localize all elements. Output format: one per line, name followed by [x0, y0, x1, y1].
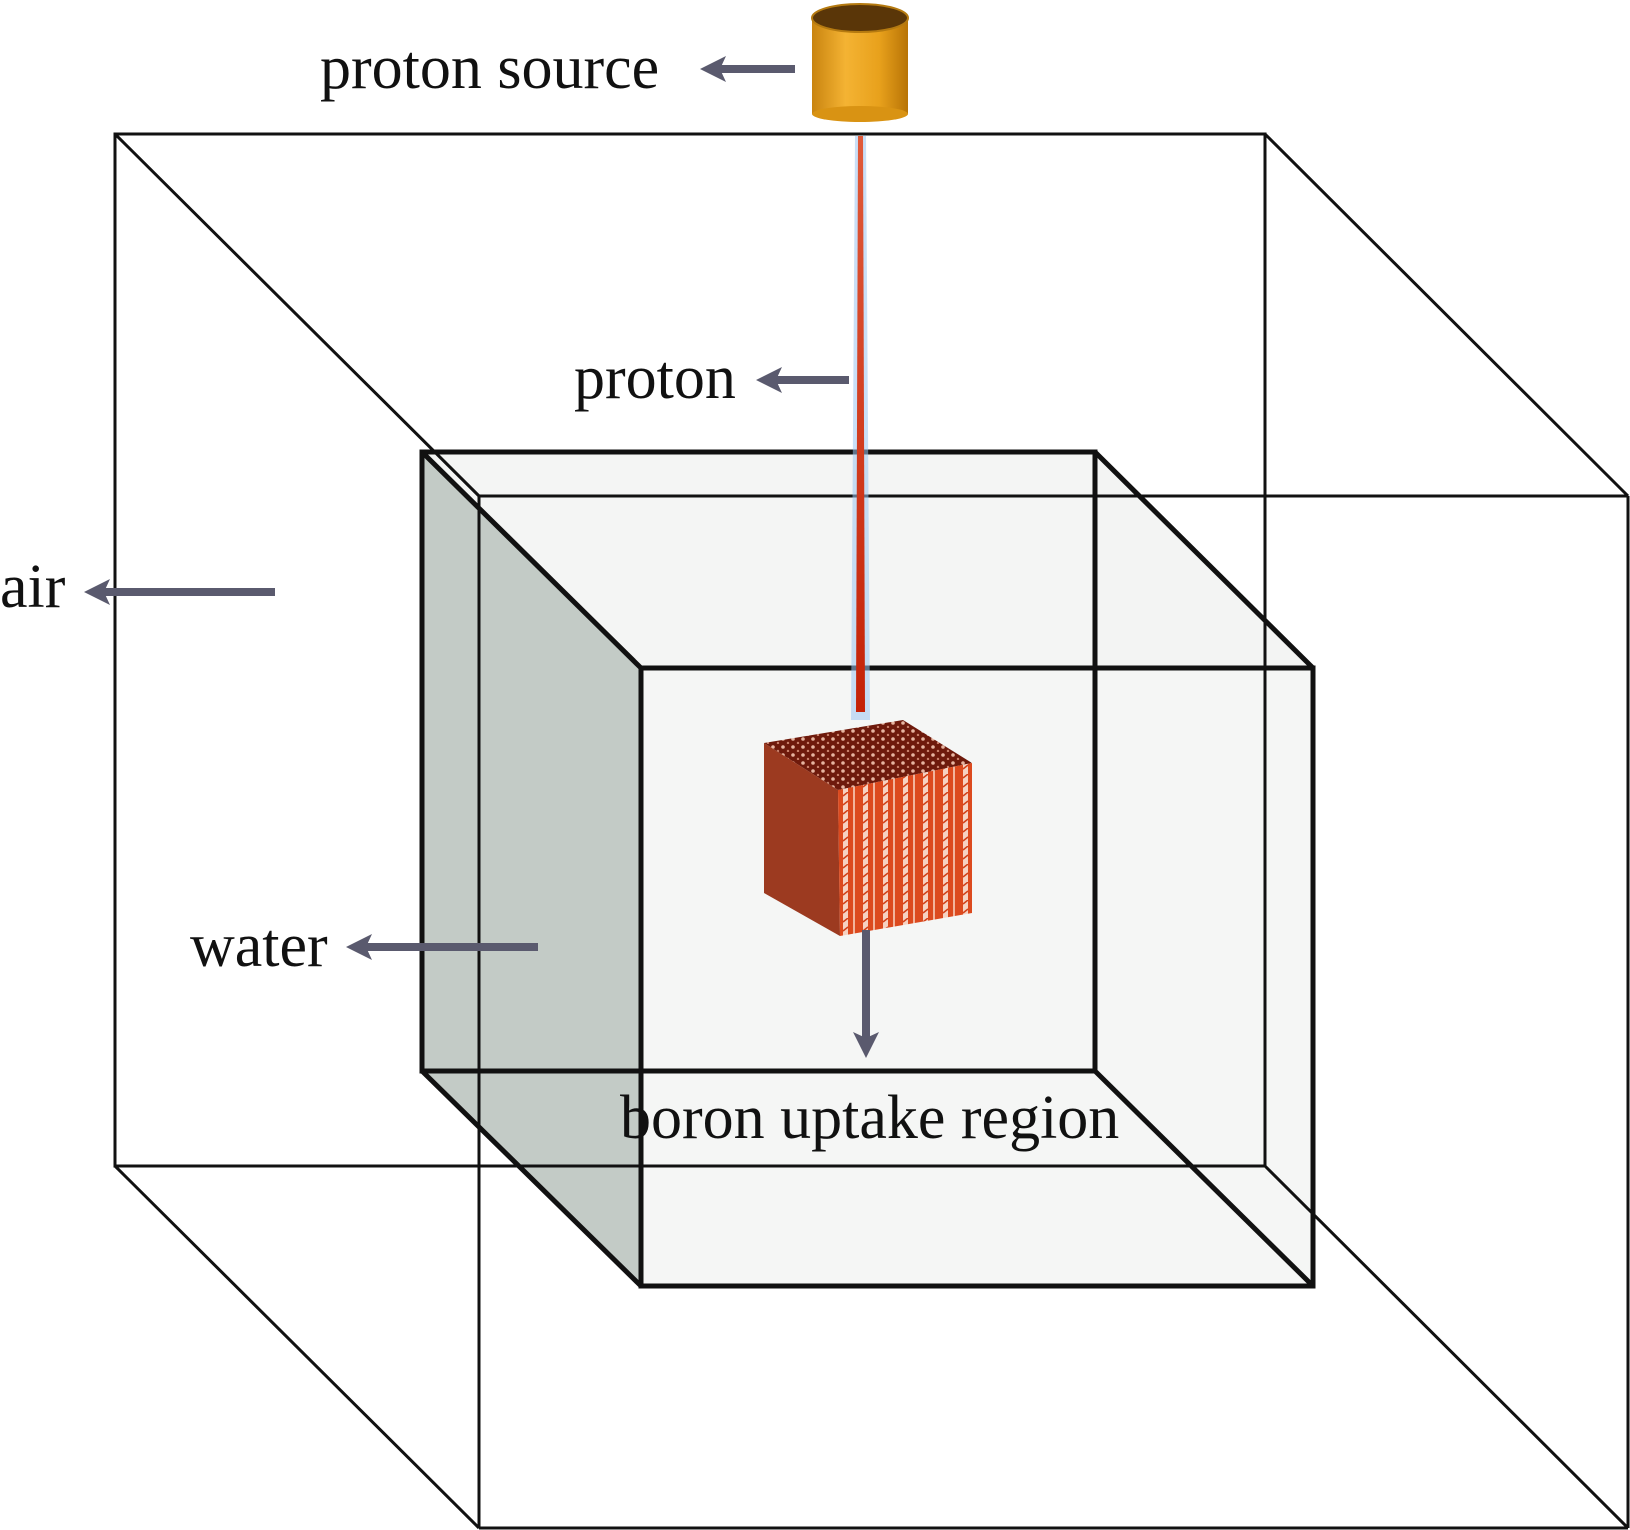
arrow-water [346, 934, 538, 960]
source-body [812, 18, 908, 114]
label-proton-source: proton source [320, 34, 659, 102]
water-box-edge [1093, 450, 1315, 670]
water-box-edge [420, 450, 643, 670]
cube-top-face [764, 720, 972, 790]
arrow-proton-source [700, 56, 795, 82]
air-box-edge [1263, 1164, 1630, 1530]
cube-left-face [764, 743, 840, 936]
water-box-faces [422, 452, 1313, 1286]
air-box-edge [113, 1164, 481, 1530]
water-front-face [641, 668, 1313, 1286]
source-bottom [812, 106, 908, 122]
proton-beam [851, 136, 870, 720]
label-proton: proton [574, 344, 736, 412]
beam-core [856, 136, 865, 712]
air-box-edge [113, 132, 481, 498]
label-boron-uptake-region: boron uptake region [620, 1084, 1119, 1152]
label-air: air [0, 553, 66, 621]
air-box-edge [1263, 132, 1630, 498]
water-box-front-edges [638, 665, 1316, 1289]
source-top-rim [811, 3, 909, 33]
arrow-boron-region [853, 930, 879, 1058]
air-box [113, 132, 1630, 1530]
arrow-air [84, 579, 275, 605]
label-water: water [190, 912, 328, 980]
water-box-edge [1093, 1069, 1315, 1288]
water-box [419, 449, 1316, 1289]
source-top [812, 4, 908, 32]
water-box-edge [420, 1069, 643, 1288]
water-left-side-face [422, 452, 641, 1286]
cube-front-face [838, 763, 972, 936]
cube-icon [764, 720, 972, 936]
cylinder-icon [811, 3, 909, 122]
arrow-proton [756, 367, 849, 393]
